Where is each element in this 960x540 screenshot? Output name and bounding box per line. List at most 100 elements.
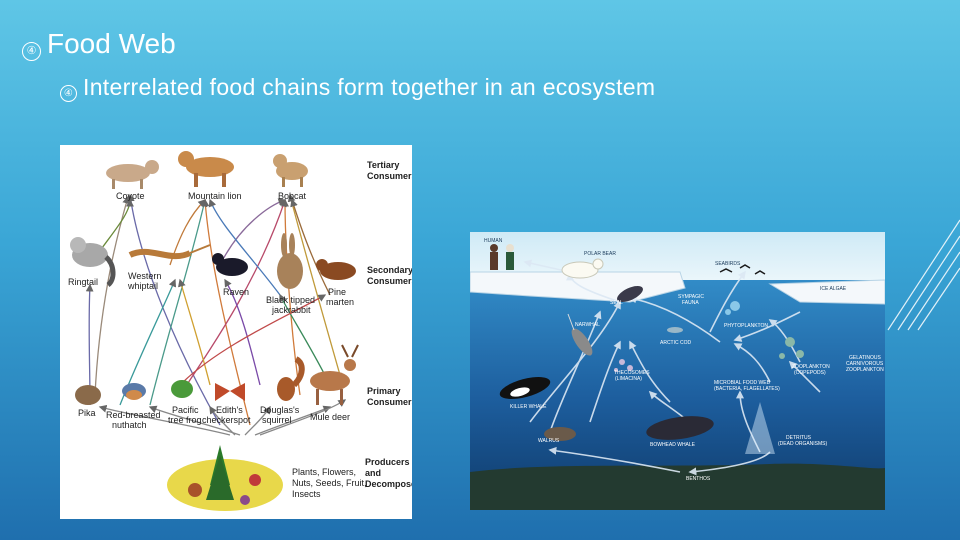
checkerspot-icon xyxy=(215,383,245,401)
label-primary-1: Primary xyxy=(367,386,401,396)
bowhead-whale-icon xyxy=(646,416,714,440)
label-walrus: WALRUS xyxy=(538,438,560,444)
label-gelatinous-3: ZOOPLANKTON xyxy=(846,367,884,373)
raven-icon xyxy=(212,253,248,276)
food-web-arrows xyxy=(85,193,347,436)
label-coyote: Coyote xyxy=(116,191,145,201)
label-mule-deer: Mule deer xyxy=(310,412,350,422)
bullet-icon: ④ xyxy=(60,85,77,102)
label-secondary-1: Secondary xyxy=(367,265,412,275)
label-thecosomes-1: THECOSOMES xyxy=(614,370,650,376)
ocean-food-web-diagram: HUMAN POLAR BEAR SEABIRDS ICE ALGAE SEAL xyxy=(470,232,885,510)
label-zooplankton-1: ZOOPLANKTON xyxy=(792,364,830,370)
producers-icon xyxy=(167,445,283,511)
label-microbial-1: MICROBIAL FOOD WEB xyxy=(714,380,771,386)
label-gelatinous-1: GELATINOUS xyxy=(849,355,882,361)
label-tertiary-1: Tertiary xyxy=(367,160,399,170)
pine-marten-icon xyxy=(316,259,356,280)
ringtail-icon xyxy=(70,237,116,288)
label-jackrabbit-2: jackrabbit xyxy=(271,305,311,315)
ocean-food-web-arrows xyxy=(523,259,821,476)
slide-subtitle: Interrelated food chains form together i… xyxy=(83,74,656,100)
label-sympagic-fauna-1: SYMPAGIC xyxy=(678,294,704,300)
pika-icon xyxy=(75,385,101,405)
label-thecosomes-2: (LIMACINA) xyxy=(615,376,642,382)
seal-icon xyxy=(617,285,643,303)
label-zooplankton-2: (COPEPODS) xyxy=(794,370,826,376)
label-detritus-1: DETRITUS xyxy=(786,435,812,441)
slide-subtitle-row: ④ Interrelated food chains form together… xyxy=(60,74,656,102)
label-tree-frog-1: Pacific xyxy=(172,405,199,415)
land-food-web-image: Coyote Mountain lion Bobcat Tertiary Con… xyxy=(60,145,412,519)
whiptail-icon xyxy=(128,244,211,260)
ocean-food-web-image: HUMAN POLAR BEAR SEABIRDS ICE ALGAE SEAL xyxy=(470,232,885,510)
label-whiptail-2: whiptail xyxy=(127,281,158,291)
label-phytoplankton: PHYTOPLANKTON xyxy=(724,323,768,329)
slide-title: Food Web xyxy=(47,28,176,59)
label-whiptail-1: Western xyxy=(128,271,161,281)
label-squirrel-1: Douglas's xyxy=(260,405,300,415)
label-mountain-lion: Mountain lion xyxy=(188,191,242,201)
slide-title-row: ④ Food Web xyxy=(22,28,176,61)
label-human: HUMAN xyxy=(484,238,503,244)
decorative-corner-lines xyxy=(887,219,960,331)
label-seal: SEAL xyxy=(610,300,623,306)
label-narwhal: NARWHAL xyxy=(575,322,600,328)
label-gelatinous-2: CARNIVOROUS xyxy=(846,361,884,367)
jackrabbit-icon xyxy=(277,233,303,289)
nuthatch-icon xyxy=(122,383,146,400)
label-detritus-2: (DEAD ORGANISMS) xyxy=(778,441,828,447)
squirrel-icon xyxy=(277,356,305,401)
label-tertiary-2: Consumers xyxy=(367,171,412,181)
label-ice-algae: ICE ALGAE xyxy=(820,286,847,292)
bobcat-icon xyxy=(273,154,308,187)
label-level-producers-1: Producers xyxy=(365,457,410,467)
phytoplankton-icon xyxy=(725,301,740,315)
label-pika: Pika xyxy=(78,408,96,418)
label-squirrel-2: squirrel xyxy=(262,415,292,425)
label-killer-whale: KILLER WHALE xyxy=(510,404,547,410)
killer-whale-icon xyxy=(499,377,551,399)
label-level-producers-2: and xyxy=(365,468,381,478)
label-producers-1: Plants, Flowers, xyxy=(292,467,356,477)
label-raven: Raven xyxy=(223,287,249,297)
seabirds-icon xyxy=(719,264,766,275)
label-nuthatch-1: Red-breasted xyxy=(106,410,161,420)
label-producers-2: Nuts, Seeds, Fruit, xyxy=(292,478,367,488)
land-food-web-diagram: Coyote Mountain lion Bobcat Tertiary Con… xyxy=(68,151,412,511)
label-primary-2: Consumers xyxy=(367,397,412,407)
bullet-icon: ④ xyxy=(22,42,41,61)
label-arctic-cod: ARCTIC COD xyxy=(660,340,692,346)
detritus-plume-icon xyxy=(745,402,775,454)
label-benthos: BENTHOS xyxy=(686,476,711,482)
label-pine-marten-1: Pine xyxy=(328,287,346,297)
label-bowhead-whale: BOWHEAD WHALE xyxy=(650,442,696,448)
label-microbial-2: (BACTERIA, FLAGELLATES) xyxy=(714,386,780,392)
narwhal-icon xyxy=(567,313,593,356)
tree-frog-icon xyxy=(171,380,193,398)
label-bobcat: Bobcat xyxy=(278,191,307,201)
label-polar-bear: POLAR BEAR xyxy=(584,251,616,257)
label-tree-frog-2: tree frog xyxy=(168,415,202,425)
coyote-icon xyxy=(106,160,159,189)
label-producers-3: Insects xyxy=(292,489,321,499)
mule-deer-icon xyxy=(310,344,359,405)
label-level-producers-3: Decomposers xyxy=(365,479,412,489)
label-checkerspot-1: Edith's xyxy=(216,405,243,415)
label-ringtail: Ringtail xyxy=(68,277,98,287)
label-sympagic-fauna-2: FAUNA xyxy=(682,300,699,306)
walrus-icon xyxy=(544,427,576,441)
polar-bear-icon xyxy=(561,258,604,279)
label-pine-marten-2: marten xyxy=(326,297,354,307)
label-secondary-2: Consumers xyxy=(367,276,412,286)
human-icon xyxy=(490,244,514,270)
thecosomes-icon xyxy=(614,359,633,372)
label-checkerspot-2: checkerspot xyxy=(202,415,251,425)
label-nuthatch-2: nuthatch xyxy=(112,420,147,430)
mountain-lion-icon xyxy=(178,151,234,187)
label-seabirds: SEABIRDS xyxy=(715,261,741,267)
label-jackrabbit-1: Black tipped xyxy=(266,295,315,305)
zooplankton-icon xyxy=(779,337,804,359)
arctic-cod-icon xyxy=(667,327,683,333)
